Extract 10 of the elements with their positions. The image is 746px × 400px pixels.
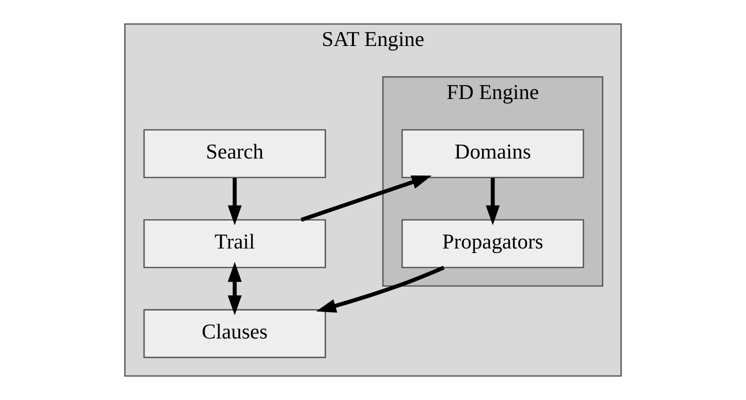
node-box: Domains [401,129,584,178]
node-box: Trail [143,219,326,268]
node-box: Propagators [401,219,584,268]
arrow [300,175,432,222]
arrow [228,178,242,226]
arrow [228,262,242,316]
arrow [316,266,445,313]
node-box: Search [143,129,326,178]
node-box: Clauses [143,309,326,358]
arrow [486,178,500,226]
